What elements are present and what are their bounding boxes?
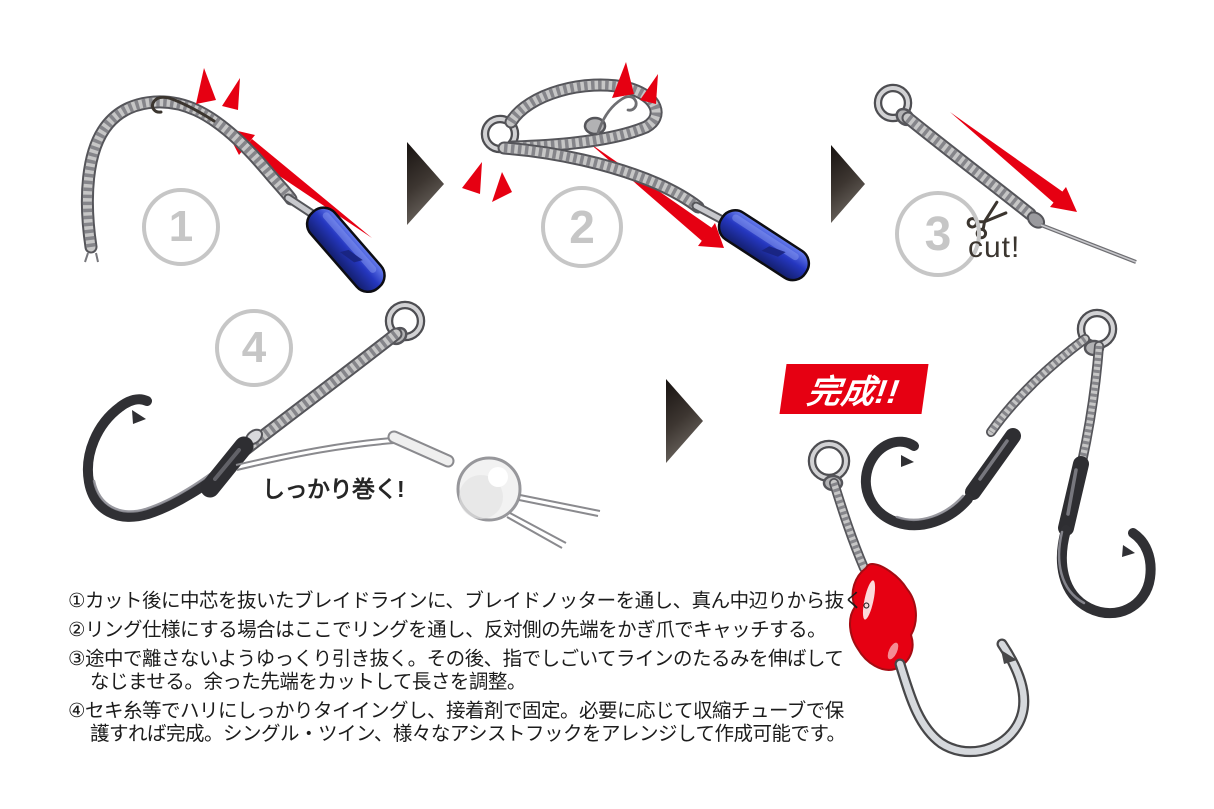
thread-wrap [200,436,254,498]
step-2-number: 2 [569,201,595,253]
braid-knotter-tool [283,193,386,294]
shrink-tube-sleeve [965,428,1021,500]
braided-leg [986,334,1090,437]
step-3-number-badge: 3 [895,191,981,277]
emphasis-spark-icon [196,68,240,110]
step-separator-arrow-icon [407,142,444,225]
braided-line [80,95,298,263]
instruction-line-4-continued: 護すれば完成。シングル・ツイン、様々なアシストフックをアレンジして作成可能です。 [90,723,846,745]
step-2-number-badge: 2 [541,186,623,268]
braided-leg [1077,341,1104,467]
step-1-number-badge: 1 [142,188,220,266]
emphasis-spark-icon [462,62,658,202]
braided-line [901,111,1046,229]
step-1-illustration [80,68,386,294]
line-tail [1040,223,1137,264]
needle-hook-tip-icon [151,95,216,123]
instruction-text-block: ①カット後に中芯を抜いたブレイドラインに、ブレイドノッターを通し、真ん中辺りから… [68,590,882,746]
complete-banner: 完成!! [779,364,929,414]
step-2-illustration [462,62,811,282]
shrink-tube-sleeve [1058,456,1089,536]
step-1-number: 1 [168,202,194,251]
step-3-number: 3 [924,207,952,261]
finished-twin-assist-hook [860,308,1156,618]
instruction-line-3-continued: なじませる。余った先端をカットして長さを調整。 [90,671,526,693]
step-4-number-badge: 4 [215,309,293,387]
wrap-tight-label: しっかり巻く! [262,476,405,502]
finished-single-assist-hook [807,439,1030,758]
fishing-hook-icon [83,394,241,522]
instruction-line-1: ①カット後に中芯を抜いたブレイドラインに、ブレイドノッターを通し、真ん中辺りから… [68,590,882,612]
braid-knotter-tool [691,201,811,282]
instruction-line-2: ②リング仕様にする場合はここでリングを通し、反対側の先端をかぎ爪でキャッチする。 [68,619,827,641]
needle-hook-tip-icon [596,95,638,135]
instruction-line-3: ③途中で離さないようゆっくり引き抜く。その後、指でしごいてラインのたるみを伸ばし… [68,648,844,670]
braided-line-loop [497,78,705,214]
pull-direction-arrow-icon [950,112,1077,212]
solid-ring-icon [807,439,851,492]
step-4-illustration [83,300,601,549]
whipping-thread [235,437,395,471]
fishing-hook-icon [860,436,973,531]
solid-ring-icon [873,83,915,127]
fishing-hook-icon [894,638,1030,758]
cut-label: cut! [968,231,1021,264]
fishing-hook-icon [1056,525,1156,618]
complete-banner-text: 完成!! [805,373,903,410]
braided-leg [829,478,869,573]
bobbin-icon [387,430,601,549]
step-3-illustration [873,83,1137,264]
step-4-number: 4 [241,323,267,372]
step-separator-arrow-icon [831,145,865,223]
instruction-line-4: ④セキ糸等でハリにしっかりタイイングし、接着剤で固定。必要に応じて収縮チューブで… [68,700,844,722]
step-separator-arrow-icon [666,379,703,463]
red-shrink-tube [849,562,917,671]
